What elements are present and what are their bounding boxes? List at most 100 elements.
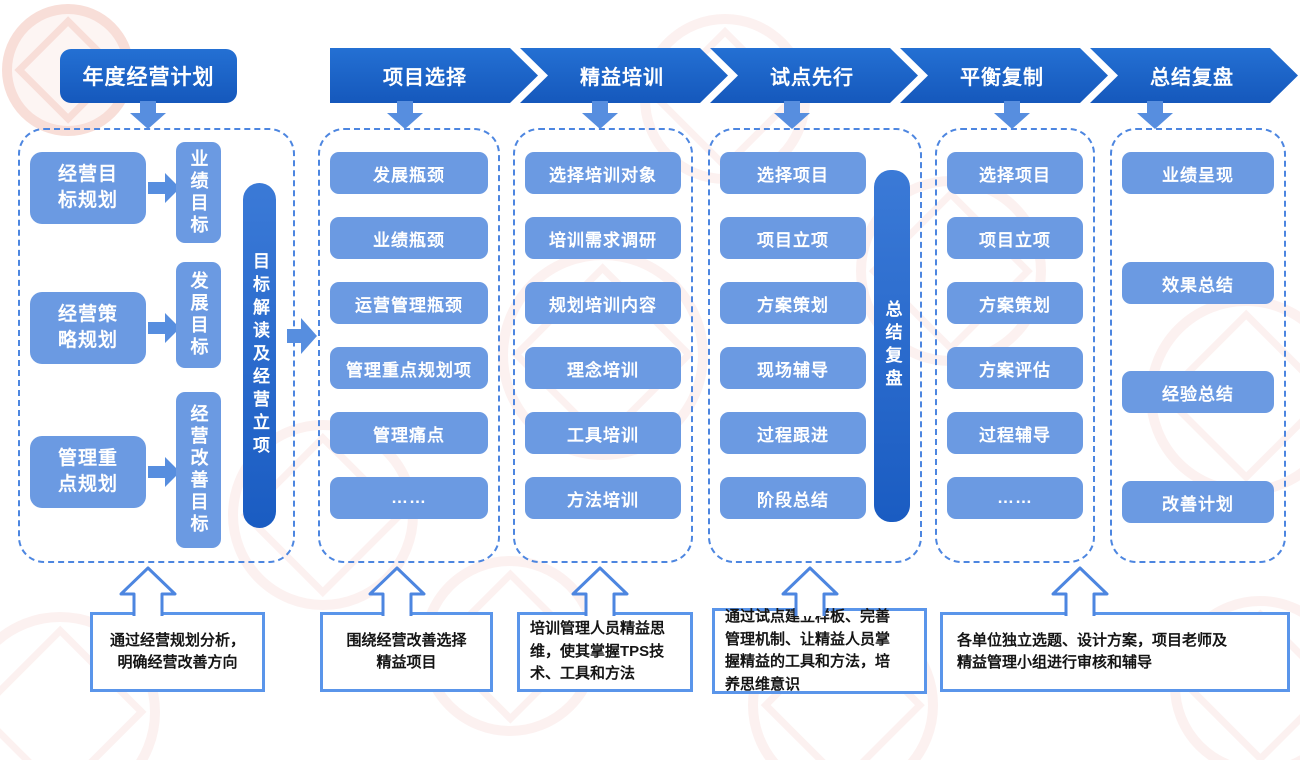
note-text: 各单位独立选题、设计方案，项目老师及 精益管理小组进行审核和辅导: [957, 631, 1228, 672]
stage-item-label: 效果总结: [1162, 275, 1234, 295]
stage-item-label: 方案策划: [979, 295, 1051, 315]
panel-pilot-first: [708, 128, 922, 563]
up-arrow-icon: [119, 566, 177, 616]
stage-label: 试点先行: [770, 67, 854, 89]
target-box-development-goal: 发展目标: [176, 262, 221, 368]
note-box: 各单位独立选题、设计方案，项目老师及 精益管理小组进行审核和辅导: [940, 612, 1290, 692]
stage-item-label: 阶段总结: [757, 490, 829, 510]
note-text: 通过试点建立样板、完善 管理机制、让精益人员掌 握精益的工具和方法，培 养思维意…: [725, 608, 891, 693]
stage-item: 管理痛点: [330, 412, 488, 454]
stage-banner-pilot-first: 试点先行: [710, 48, 918, 103]
stage-item-label: 理念培训: [567, 360, 639, 380]
down-arrow-icon: [387, 101, 423, 129]
stage-label: 精益培训: [580, 67, 664, 89]
stage-label: 总结复盘: [1150, 67, 1234, 89]
panel-balanced-replication: [935, 128, 1095, 563]
up-arrow-icon: [781, 566, 839, 616]
stage-item: 选择培训对象: [525, 152, 681, 194]
stage-item-label: 选择项目: [979, 165, 1051, 185]
stage-item-label: 项目立项: [979, 230, 1051, 250]
summary-review-bar-label: 总结复盘: [882, 300, 902, 392]
stage-item: 经验总结: [1122, 371, 1274, 413]
stage-item: 培训需求调研: [525, 217, 681, 259]
stage-item: 理念培训: [525, 347, 681, 389]
stage-item-label: 管理重点规划项: [346, 360, 472, 380]
stage-item: 发展瓶颈: [330, 152, 488, 194]
stage-item: 方案评估: [947, 347, 1083, 389]
source-label: 管理重点规划: [57, 448, 118, 495]
stage-item-label: 改善计划: [1162, 494, 1234, 514]
stage-item: 方案策划: [947, 282, 1083, 324]
target-box-improvement-goal: 经营改善目标: [176, 392, 221, 548]
summary-review-bar: 总结复盘: [874, 170, 910, 522]
stage-item: 运营管理瓶颈: [330, 282, 488, 324]
stage-item: 效果总结: [1122, 262, 1274, 304]
note-text: 培训管理人员精益思 维，使其掌握TPS技 术、工具和方法: [530, 620, 666, 683]
goal-planning-panel: [18, 128, 295, 563]
note-text: 围绕经营改善选择 精益项目: [346, 631, 467, 672]
note-text: 通过经营规划分析， 明确经营改善方向: [109, 631, 245, 672]
target-box-performance-goal: 业绩目标: [176, 142, 221, 243]
annual-plan-box: 年度经营计划: [60, 49, 237, 103]
stage-item-label: ……: [997, 488, 1033, 507]
stage-item-label: 方案策划: [757, 295, 829, 315]
right-arrow-icon: [148, 313, 180, 343]
stage-label: 项目选择: [383, 67, 467, 89]
stage-item-label: 运营管理瓶颈: [355, 295, 463, 315]
stage-item: 方案策划: [720, 282, 866, 324]
up-arrow-icon: [571, 566, 629, 616]
stage-item: 业绩瓶颈: [330, 217, 488, 259]
stage-item: 管理重点规划项: [330, 347, 488, 389]
stage-item: 工具培训: [525, 412, 681, 454]
note-box: 通过经营规划分析， 明确经营改善方向: [90, 612, 265, 692]
source-label: 经营策略规划: [57, 304, 118, 351]
stage-item: ……: [947, 477, 1083, 519]
stage-item: ……: [330, 477, 488, 519]
stage-item-label: 业绩瓶颈: [373, 230, 445, 250]
target-label: 业绩目标: [188, 148, 209, 237]
up-arrow-icon: [368, 566, 426, 616]
stage-item-label: 工具培训: [567, 425, 639, 445]
stage-item: 方法培训: [525, 477, 681, 519]
right-arrow-icon: [148, 457, 180, 487]
right-arrow-icon: [287, 318, 317, 354]
stage-item: 业绩呈现: [1122, 152, 1274, 194]
right-arrow-icon: [148, 173, 180, 203]
stage-item-label: 发展瓶颈: [373, 165, 445, 185]
down-arrow-icon: [994, 101, 1030, 129]
stage-item-label: 过程跟进: [757, 425, 829, 445]
down-arrow-icon: [774, 101, 810, 129]
stage-item-label: 业绩呈现: [1162, 165, 1234, 185]
stage-label: 平衡复制: [960, 67, 1044, 89]
stage-item-label: 方法培训: [567, 490, 639, 510]
stage-item-label: 管理痛点: [373, 425, 445, 445]
stage-item: 过程跟进: [720, 412, 866, 454]
stage-item: 阶段总结: [720, 477, 866, 519]
stage-item-label: 培训需求调研: [549, 230, 657, 250]
note-box: 培训管理人员精益思 维，使其掌握TPS技 术、工具和方法: [517, 612, 693, 692]
stage-item-label: ……: [391, 488, 427, 507]
stage-item-label: 选择培训对象: [549, 165, 657, 185]
source-label: 经营目标规划: [57, 164, 118, 211]
stage-item: 现场辅导: [720, 347, 866, 389]
source-box-goal-planning: 经营目标规划: [30, 152, 146, 224]
stage-item-label: 方案评估: [979, 360, 1051, 380]
stage-banner-summary-review: 总结复盘: [1090, 48, 1298, 103]
target-label: 发展目标: [188, 271, 209, 359]
stage-banner-project-selection: 项目选择: [330, 48, 538, 103]
goal-interpretation-label: 目标解读及经营立项: [250, 252, 269, 459]
panel-lean-training: [513, 128, 693, 563]
stage-item: 过程辅导: [947, 412, 1083, 454]
stage-item: 选择项目: [720, 152, 866, 194]
up-arrow-icon: [1051, 566, 1109, 616]
stage-item-label: 项目立项: [757, 230, 829, 250]
stage-item: 改善计划: [1122, 481, 1274, 523]
panel-summary-review: [1110, 128, 1286, 563]
note-box: 通过试点建立样板、完善 管理机制、让精益人员掌 握精益的工具和方法，培 养思维意…: [712, 608, 927, 694]
stage-banner-lean-training: 精益培训: [520, 48, 728, 103]
stage-item-label: 经验总结: [1162, 384, 1234, 404]
stage-item-label: 选择项目: [757, 165, 829, 185]
stage-item-label: 现场辅导: [757, 360, 829, 380]
note-box: 围绕经营改善选择 精益项目: [320, 612, 493, 692]
